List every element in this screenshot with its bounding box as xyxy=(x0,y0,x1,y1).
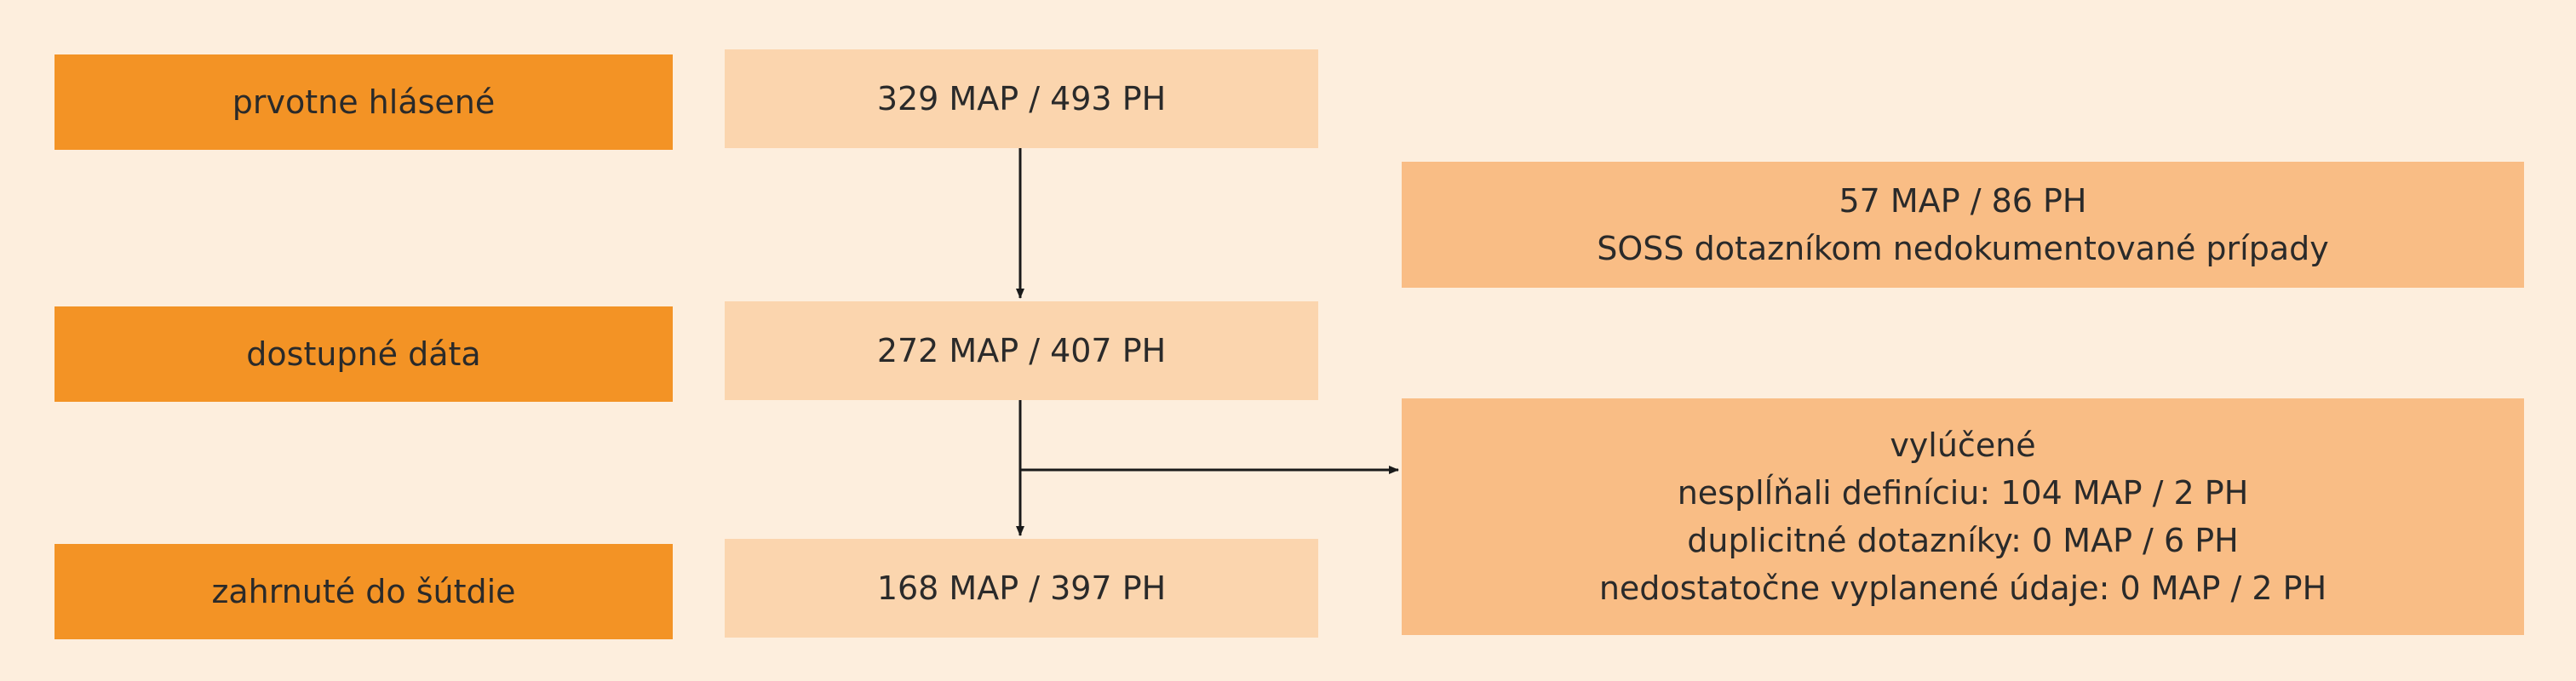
excluded-duplicates: duplicitné dotazníky: 0 MAP / 6 PH xyxy=(1687,522,2239,559)
stage-count-available: 272 MAP / 407 PH xyxy=(725,301,1318,400)
excluded-definition: nesplĺňali definíciu: 104 MAP / 2 PH xyxy=(1677,474,2249,512)
stage-count-text: 168 MAP / 397 PH xyxy=(876,569,1167,607)
stage-count-text: 329 MAP / 493 PH xyxy=(876,80,1167,117)
stage-count-reported: 329 MAP / 493 PH xyxy=(725,49,1318,148)
undocumented-count: 57 MAP / 86 PH xyxy=(1839,182,2087,220)
excluded-incomplete: nedostatočne vyplanené údaje: 0 MAP / 2 … xyxy=(1598,569,2327,607)
stage-label-reported: prvotne hlásené xyxy=(55,54,673,150)
stage-label-text: dostupné dáta xyxy=(246,335,481,373)
stage-label-text: zahrnuté do šútdie xyxy=(211,573,516,610)
stage-count-text: 272 MAP / 407 PH xyxy=(876,332,1167,369)
stage-label-available: dostupné dáta xyxy=(55,306,673,402)
stage-label-included: zahrnuté do šútdie xyxy=(55,544,673,639)
undocumented-cases-box: 57 MAP / 86 PH SOSS dotazníkom nedokumen… xyxy=(1402,162,2524,288)
excluded-cases-box: vylúčené nesplĺňali definíciu: 104 MAP /… xyxy=(1402,398,2524,635)
stage-label-text: prvotne hlásené xyxy=(232,83,496,121)
undocumented-description: SOSS dotazníkom nedokumentované prípady xyxy=(1597,230,2329,267)
excluded-heading: vylúčené xyxy=(1890,426,2036,464)
stage-count-included: 168 MAP / 397 PH xyxy=(725,539,1318,638)
